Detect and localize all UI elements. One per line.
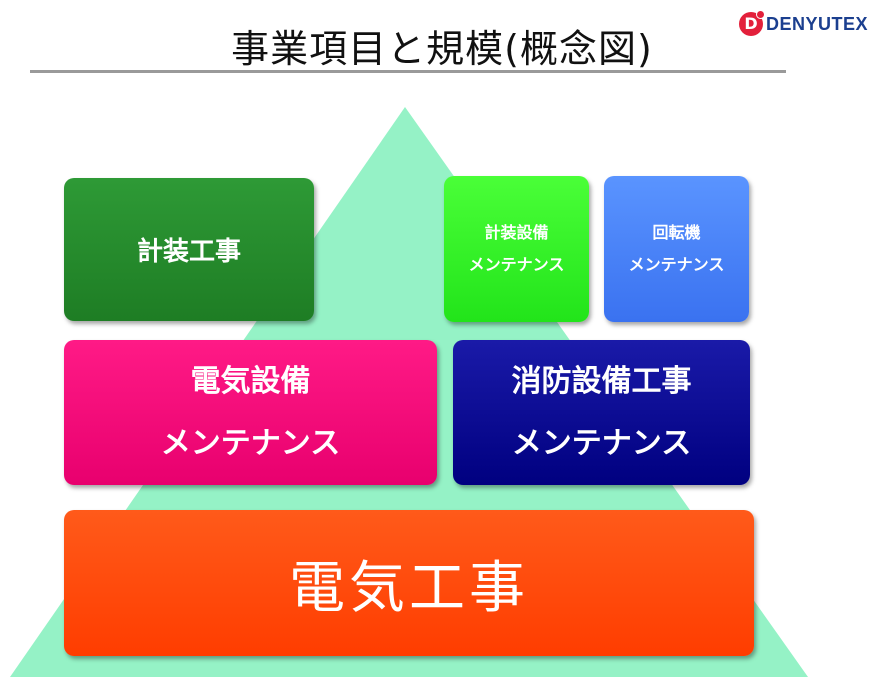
box-instrumentation-maintenance-line2: メンテナンス: [468, 255, 565, 274]
box-fire-protection-line1: 消防設備工事: [511, 363, 692, 399]
logo-text: DENYUTEX: [765, 13, 868, 34]
box-rotating-machine-line2: メンテナンス: [628, 255, 725, 274]
box-instrumentation-maintenance-line1: 計装設備: [484, 223, 549, 242]
box-fire-protection-line2: メンテナンス: [511, 425, 692, 461]
company-logo: D DENYUTEX: [738, 10, 868, 36]
box-instrumentation-work: 計装工事: [64, 178, 314, 321]
box-electrical-maintenance: 電気設備 メンテナンス: [64, 340, 437, 485]
page-title: 事業項目と規模(概念図): [231, 27, 653, 71]
box-instrumentation-work-label: 計装工事: [136, 237, 241, 267]
box-electrical-maintenance-line1: 電気設備: [190, 363, 311, 399]
logo-dot: [755, 10, 765, 19]
logo-mark-letter: D: [744, 14, 758, 33]
title-divider: [30, 70, 786, 73]
box-electrical-work-label: 電気工事: [289, 555, 529, 621]
box-instrumentation-maintenance: 計装設備 メンテナンス: [444, 176, 589, 322]
box-fire-protection-maintenance: 消防設備工事 メンテナンス: [453, 340, 750, 485]
box-rotating-machine-maintenance: 回転機 メンテナンス: [604, 176, 749, 322]
box-rotating-machine-line1: 回転機: [652, 223, 701, 242]
logo-mark-icon: D: [738, 10, 765, 36]
box-electrical-work: 電気工事: [64, 510, 754, 656]
box-electrical-maintenance-line2: メンテナンス: [160, 425, 341, 461]
